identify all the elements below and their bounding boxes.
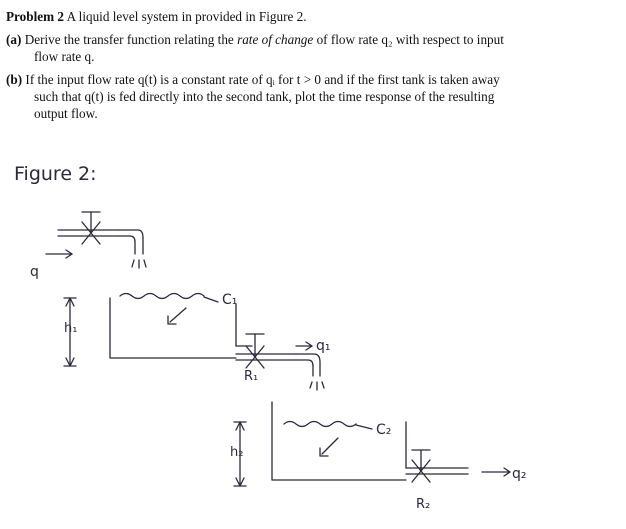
capacitance-2-label: C₂: [376, 422, 391, 438]
capacitance-1-label: C₁: [222, 292, 237, 308]
problem-statement: Problem 2 A liquid level system in provi…: [6, 8, 618, 122]
output-flow-label: q₂: [512, 466, 527, 482]
height-1-label: h₁: [64, 321, 77, 336]
part-b-text-1: If the input flow rate q(t) is a constan…: [25, 72, 500, 87]
part-a-emphasis: rate of change: [237, 32, 314, 47]
part-a-text-pre: Derive the transfer function relating th…: [24, 32, 234, 47]
valve-r1-icon: [235, 333, 297, 369]
resistance-1-label: R₁: [244, 369, 258, 384]
input-valve-icon: [57, 211, 119, 245]
part-a-line-1: (a) Derive the transfer function relatin…: [6, 31, 618, 48]
part-b-line-1: (b) If the input flow rate q(t) is a con…: [6, 71, 618, 88]
part-a-text-post: of flow rate q₂ with respect to input: [316, 32, 504, 47]
figure-title: Figure 2:: [14, 163, 97, 185]
pipe-1-spout: [295, 353, 325, 391]
part-a-label: (a): [6, 32, 22, 47]
input-flow-label: q: [30, 264, 39, 280]
output-flow-arrow: [481, 467, 511, 477]
flow-1-arrow: [295, 341, 313, 351]
input-flow-arrow: [45, 249, 73, 259]
problem-intro-line: Problem 2 A liquid level system in provi…: [6, 8, 618, 25]
tank-1: [109, 292, 253, 359]
height-1-dimension: [63, 297, 77, 367]
liquid-level-system-figure: Figure 2: q C₁ h₁ R₁ q₁ C₂ h₂ R₂ q₂: [14, 163, 527, 512]
part-a-line-2: flow rate q.: [34, 49, 95, 64]
resistance-2-label: R₂: [416, 497, 430, 512]
input-pipe-spout: [117, 229, 147, 269]
height-2-label: h₂: [230, 445, 243, 460]
part-b-line-2: such that q(t) is fed directly into the …: [34, 89, 495, 104]
problem-label: Problem 2: [6, 9, 64, 24]
tank-2: [271, 401, 407, 481]
height-2-dimension: [233, 421, 247, 487]
part-a: (a) Derive the transfer function relatin…: [6, 31, 618, 65]
problem-intro: A liquid level system in provided in Fig…: [66, 9, 307, 24]
valve-r2-icon: [405, 449, 469, 483]
part-b-line-3: output flow.: [34, 106, 98, 121]
part-b-label: (b): [6, 72, 23, 87]
part-b: (b) If the input flow rate q(t) is a con…: [6, 71, 618, 122]
flow-1-label: q₁: [316, 338, 331, 354]
